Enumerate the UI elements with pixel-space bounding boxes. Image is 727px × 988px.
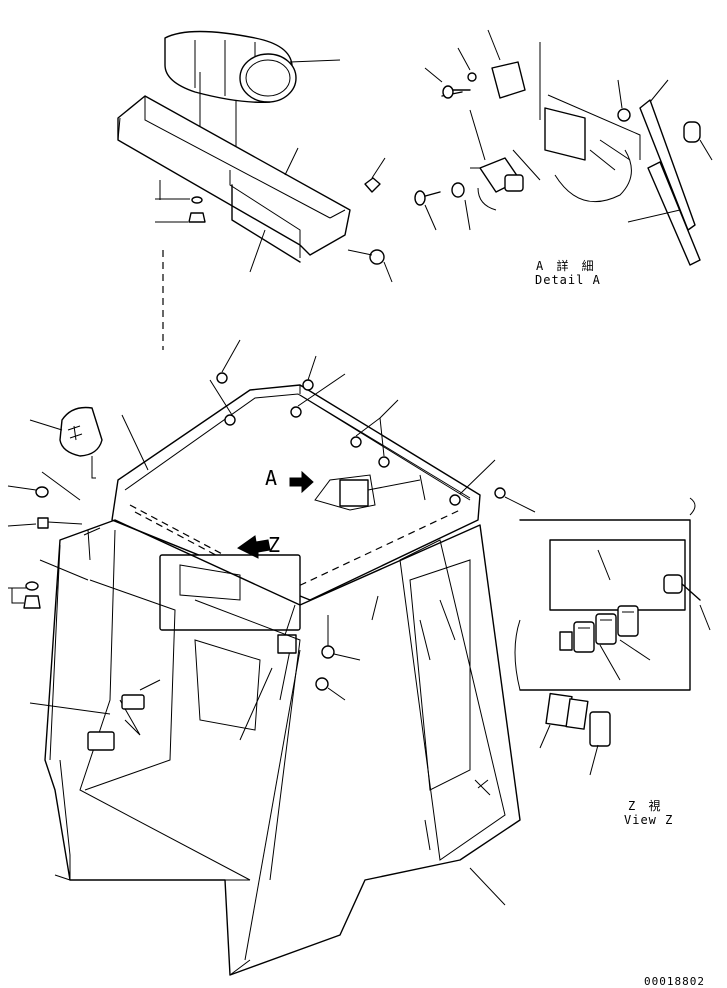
- cab-roof: [111, 339, 536, 701]
- arrow-z: [237, 535, 271, 559]
- work-lamp-cover: [164, 30, 341, 180]
- side-nuts: [315, 615, 361, 701]
- cab-frame: [29, 519, 521, 976]
- detail-a-illustration: [414, 29, 713, 266]
- view-z-illustration: [514, 497, 711, 776]
- marker-a-label: A: [265, 466, 278, 490]
- view-z-caption-jp: Z 視: [628, 799, 664, 813]
- drawing-number: 00018802: [644, 975, 705, 988]
- arrow-a: [289, 470, 314, 494]
- left-mount-parts: [7, 471, 101, 609]
- beacon-lamp: [29, 406, 103, 479]
- marker-z-label: Z: [268, 533, 281, 557]
- view-z-caption-en: View Z: [624, 813, 674, 827]
- detail-a-caption-jp: A 詳 細: [536, 259, 597, 273]
- lamp-bracket: [117, 95, 393, 350]
- detail-a-caption-en: Detail A: [535, 273, 601, 287]
